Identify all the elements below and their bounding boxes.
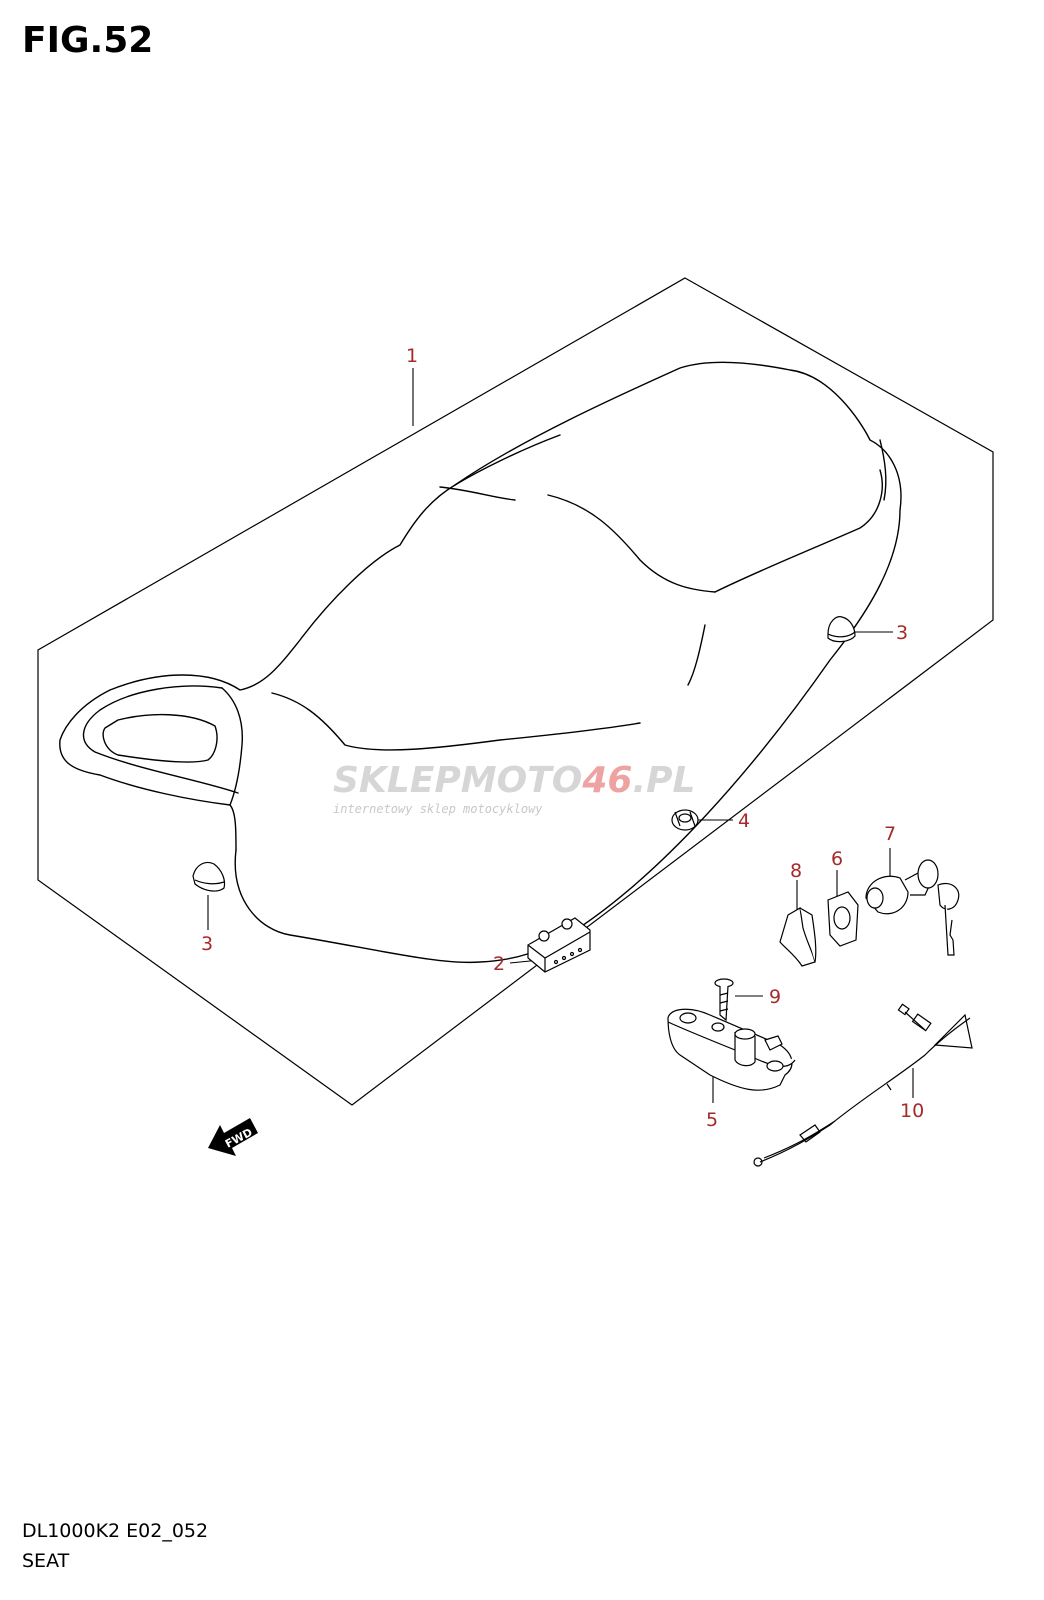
nut-part bbox=[671, 809, 699, 831]
figure-code: DL1000K2 E02_052 bbox=[22, 1520, 209, 1542]
fwd-direction-arrow: FWD bbox=[208, 1118, 258, 1156]
callout-labels: 1 3 3 4 7 6 8 2 9 5 10 bbox=[201, 345, 924, 1131]
seat-drawing bbox=[59, 361, 902, 964]
cushion-right-part bbox=[827, 616, 856, 643]
cushion-left-part bbox=[192, 861, 226, 892]
watermark-brand: SKLEPMOTO46.PL bbox=[333, 760, 695, 801]
holder-part bbox=[779, 907, 817, 967]
cushion-block-part bbox=[527, 917, 591, 973]
watermark-tagline: internetowy sklep motocyklowy bbox=[333, 802, 543, 816]
callout-3-left: 3 bbox=[201, 933, 213, 955]
figure-name: SEAT bbox=[22, 1550, 70, 1572]
callout-3-right: 3 bbox=[896, 622, 908, 644]
callout-7: 7 bbox=[884, 823, 896, 845]
screw-part bbox=[714, 978, 734, 1022]
callout-1: 1 bbox=[406, 345, 418, 367]
seat-lock-part bbox=[865, 859, 960, 956]
cover-part bbox=[827, 891, 859, 947]
cable-part bbox=[753, 1003, 973, 1167]
leader-lines bbox=[207, 368, 914, 1103]
callout-4: 4 bbox=[738, 810, 750, 832]
figure-title: FIG.52 bbox=[22, 20, 154, 61]
callout-2: 2 bbox=[493, 953, 505, 975]
callout-5: 5 bbox=[706, 1109, 718, 1131]
callout-8: 8 bbox=[790, 860, 802, 882]
callout-10: 10 bbox=[900, 1100, 924, 1122]
bracket-part bbox=[667, 1008, 796, 1091]
callout-6: 6 bbox=[831, 848, 843, 870]
assembly-outline bbox=[37, 277, 994, 1106]
callout-9: 9 bbox=[769, 986, 781, 1008]
watermark: SKLEPMOTO46.PL internetowy sklep motocyk… bbox=[333, 760, 695, 816]
